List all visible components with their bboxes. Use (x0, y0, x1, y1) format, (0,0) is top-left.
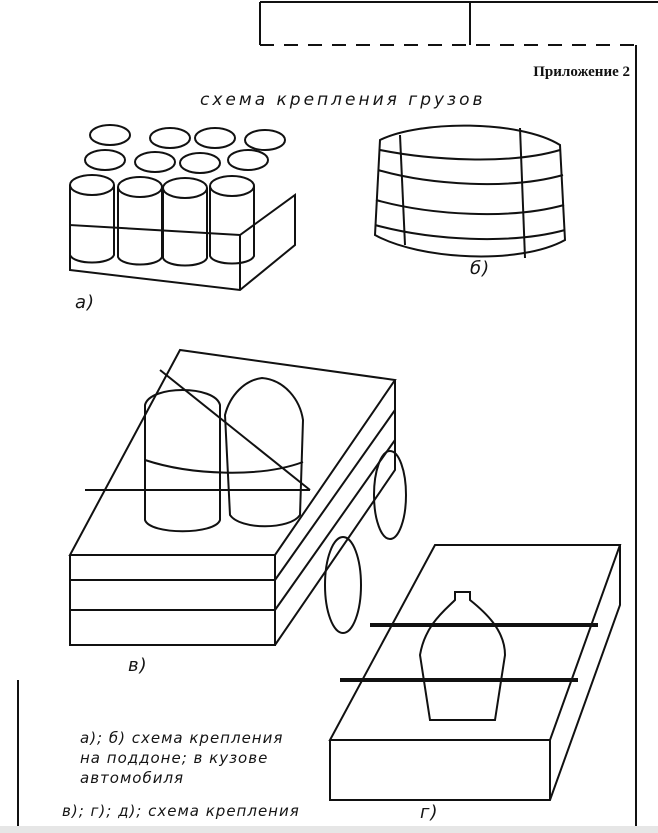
roll-top (69, 174, 115, 196)
roll-top (162, 177, 208, 199)
roll-body (209, 186, 255, 265)
pallet-rolls-sketch (69, 124, 296, 292)
roll-top (84, 149, 126, 171)
box-bottle-sketch (328, 544, 622, 801)
roll-top (134, 151, 176, 173)
roll-body (162, 188, 208, 267)
figure-caption: а); б) схема крепления на поддоне; в куз… (80, 728, 283, 788)
bags-stack-sketch (373, 124, 567, 259)
label-b: б) (470, 258, 491, 279)
roll-top (194, 127, 236, 149)
caption-line-2: на поддоне; в кузове (80, 749, 269, 767)
header-frame (17, 1, 658, 833)
roll-top (179, 152, 221, 174)
label-v: в) (128, 655, 148, 676)
roll-top (89, 124, 131, 146)
roll-top (149, 127, 191, 149)
caption-line-1: а); б) схема крепления (80, 729, 284, 747)
roll-top (117, 176, 163, 198)
caption-line-3: автомобиля (80, 769, 185, 787)
appendix-label: Приложение 2 (533, 64, 630, 80)
roll-top (209, 175, 255, 197)
roll-body (117, 187, 163, 266)
roll-top (227, 149, 269, 171)
caption-line-4: в); г); д); схема крепления (62, 802, 300, 820)
bottom-edge (0, 826, 658, 833)
label-g: г) (420, 802, 439, 823)
cart-bottles-sketch (68, 348, 407, 646)
roll-body (69, 185, 115, 264)
label-a: а) (75, 292, 96, 313)
figure-title: схема крепления грузов (200, 90, 486, 110)
roll-top (244, 129, 286, 151)
